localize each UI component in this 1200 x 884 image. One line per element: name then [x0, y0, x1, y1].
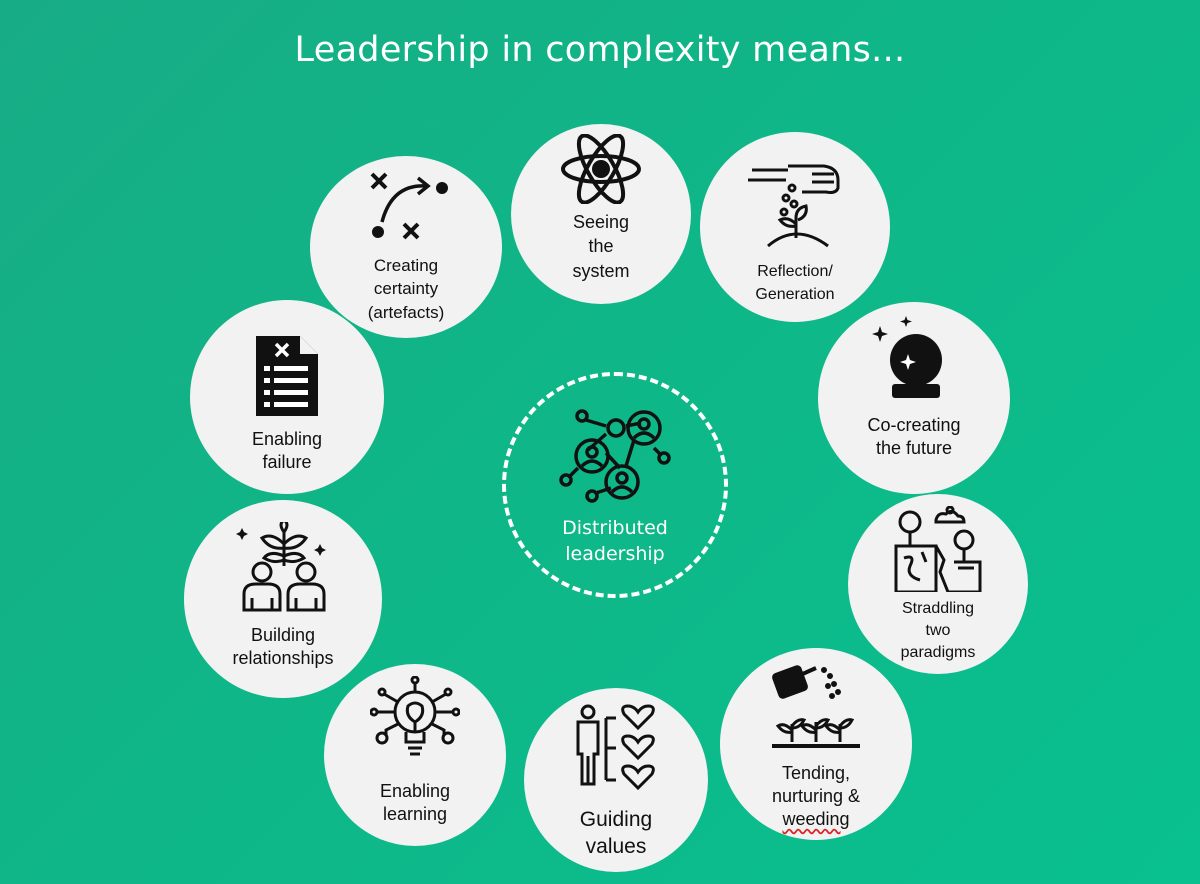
- label-line: learning: [382, 804, 448, 825]
- node-creating-certainty: Creating certainty (artefacts): [310, 156, 502, 338]
- hand-sowing-seeds-icon: [748, 164, 840, 248]
- node-label: Building relationships: [184, 624, 382, 671]
- node-label: Straddling two paradigms: [848, 598, 1028, 664]
- node-building-relationships: Building relationships: [184, 500, 382, 698]
- label-line: two: [925, 622, 951, 640]
- page-title: Leadership in complexity means...: [294, 30, 906, 70]
- node-straddling-two-paradigms: Straddling two paradigms: [848, 494, 1028, 674]
- atom-icon: [561, 134, 641, 204]
- label-line: Building: [250, 625, 316, 645]
- node-guiding-values: Guiding values: [524, 688, 708, 872]
- two-landscapes-icon: [894, 506, 982, 592]
- node-enabling-failure: Enabling failure: [190, 300, 384, 494]
- label-line: (artefacts): [367, 302, 445, 322]
- node-label: Guiding values: [524, 806, 708, 861]
- network-people-icon: [559, 409, 671, 503]
- label-line: certainty: [373, 279, 439, 299]
- node-label: Reflection/ Generation: [700, 260, 890, 306]
- label-line: paradigms: [900, 644, 976, 662]
- lightbulb-tree-icon: [370, 676, 460, 756]
- label-line: failure: [262, 452, 312, 473]
- people-plant-icon: [236, 522, 326, 612]
- node-label: Enabling failure: [190, 428, 384, 475]
- center-label-line1: Distributed: [562, 517, 668, 539]
- checklist-document-icon: [256, 336, 318, 416]
- label-line: Seeing: [572, 212, 630, 232]
- tactics-play-icon: [370, 172, 448, 240]
- label-line: Enabling: [251, 429, 323, 449]
- label-line: Enabling: [379, 781, 451, 801]
- label-line: Reflection/: [757, 263, 833, 280]
- watering-can-icon: [772, 665, 860, 748]
- label-line: nurturing &: [771, 786, 861, 807]
- label-line: Creating: [373, 256, 439, 275]
- label-line: Co-creating: [867, 415, 961, 435]
- label-line: Straddling: [901, 600, 975, 617]
- label-line: system: [572, 260, 630, 281]
- node-label: Enabling learning: [324, 780, 506, 827]
- label-line: Tending,: [781, 763, 851, 783]
- node-label: Creating certainty (artefacts): [310, 254, 502, 324]
- label-line: values: [585, 835, 647, 859]
- label-line: the: [588, 236, 614, 257]
- node-label: Co-creating the future: [818, 414, 1010, 461]
- label-line: Generation: [755, 286, 835, 304]
- center-label-line2: leadership: [565, 542, 665, 565]
- node-enabling-learning: Enabling learning: [324, 664, 506, 846]
- label-line: relationships: [232, 648, 334, 669]
- label-line: weeding: [782, 809, 850, 830]
- node-label: Tending, nurturing & weeding: [720, 762, 912, 831]
- node-seeing-the-system: Seeing the system: [511, 124, 691, 304]
- node-label: Seeing the system: [511, 210, 691, 283]
- node-reflection-generation: Reflection/ Generation: [700, 132, 890, 322]
- center-distributed-leadership: Distributed leadership: [502, 372, 728, 598]
- node-tending-nurturing-weeding: Tending, nurturing & weeding: [720, 648, 912, 840]
- label-line: the future: [875, 438, 953, 459]
- node-co-creating-the-future: Co-creating the future: [818, 302, 1010, 494]
- person-hearts-icon: [576, 704, 655, 790]
- crystal-ball-icon: [872, 316, 942, 398]
- center-label: Distributed leadership: [506, 516, 724, 567]
- label-line: Guiding: [579, 808, 653, 831]
